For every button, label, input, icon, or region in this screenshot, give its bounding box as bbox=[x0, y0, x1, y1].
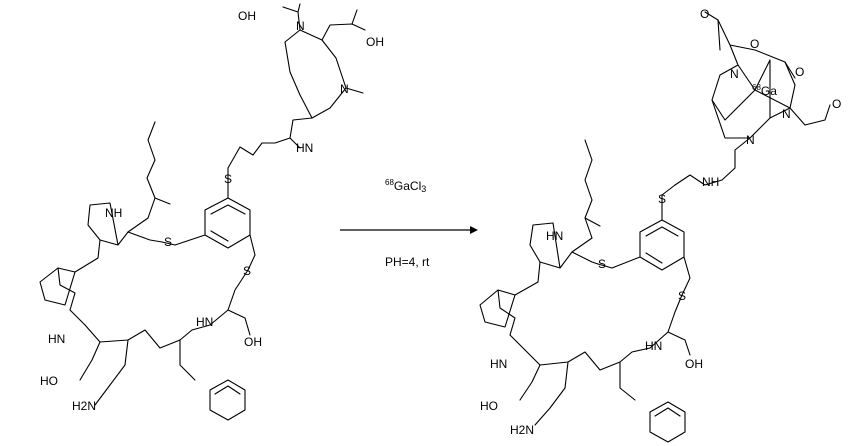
reactant-structure: OH OH N N HN S S S NH HN HO H2N HN OH bbox=[39, 3, 384, 421]
reactant-thioether-s-1: S bbox=[224, 172, 232, 186]
reactant-amide-hn-4: HN bbox=[196, 315, 213, 329]
product-thioether-s-1: S bbox=[658, 192, 666, 206]
product-amide-hn-4: HN bbox=[645, 339, 662, 353]
product-thioether-s-2: S bbox=[598, 257, 606, 271]
reactant-amide-nh-2: NH bbox=[105, 206, 122, 220]
product-structure: O O O O N N N 68Ga NH S S S HN HN HO H2N… bbox=[479, 7, 841, 443]
product-bonds bbox=[479, 11, 831, 443]
reagent-mass: 68 bbox=[385, 178, 394, 187]
product-gallium-label: 68Ga bbox=[752, 83, 777, 98]
reactant-thioether-s-3: S bbox=[243, 264, 251, 278]
reactant-dota-carboxyl-oh-2: OH bbox=[366, 35, 384, 49]
reactant-labels: OH OH N N HN S S S NH HN HO H2N HN OH bbox=[40, 9, 384, 413]
product-carboxyl-oh: OH bbox=[685, 357, 703, 371]
reagent-subscript: 3 bbox=[421, 184, 426, 194]
product-amide-hn-2: HN bbox=[546, 229, 563, 243]
product-carbonyl-o-1: O bbox=[700, 7, 709, 21]
reactant-carboxyl-oh: OH bbox=[244, 335, 262, 349]
product-dota-n-3: N bbox=[746, 133, 755, 147]
reactant-dota-carboxyl-oh-1: OH bbox=[238, 9, 256, 23]
reactant-dota-n-2: N bbox=[340, 82, 349, 96]
reagent-label: 68GaCl3 bbox=[385, 178, 426, 194]
reactant-hydroxyl-ho: HO bbox=[40, 374, 58, 388]
product-ring-o-2: O bbox=[795, 65, 804, 79]
reactant-thioether-s-2: S bbox=[164, 235, 172, 249]
product-hydroxyl-ho: HO bbox=[480, 399, 498, 413]
reactant-amide-nh: HN bbox=[296, 141, 313, 155]
arrow-head bbox=[470, 226, 478, 234]
product-amine-h2n: H2N bbox=[510, 423, 534, 437]
reaction-conditions: PH=4, rt bbox=[385, 255, 430, 269]
product-thioether-s-3: S bbox=[678, 289, 686, 303]
reactant-amide-hn-3: HN bbox=[48, 332, 65, 346]
reaction-arrow-group: 68GaCl3 PH=4, rt bbox=[340, 178, 478, 269]
reactant-dota-n-1: N bbox=[296, 19, 305, 33]
product-amide-hn-3: HN bbox=[490, 357, 507, 371]
reactant-amine-h2n: H2N bbox=[72, 399, 96, 413]
product-carbonyl-o-2: O bbox=[832, 97, 841, 111]
product-labels: O O O O N N N 68Ga NH S S S HN HN HO H2N… bbox=[480, 7, 841, 437]
reactant-bonds bbox=[39, 3, 366, 421]
product-amide-nh: NH bbox=[702, 175, 719, 189]
reagent-formula: GaCl bbox=[394, 179, 421, 193]
product-ring-o-1: O bbox=[750, 37, 759, 51]
product-dota-n-2: N bbox=[782, 107, 791, 121]
product-gallium-mass: 68 bbox=[752, 83, 761, 92]
product-gallium-symbol: Ga bbox=[761, 84, 777, 98]
product-dota-n-1: N bbox=[730, 67, 739, 81]
